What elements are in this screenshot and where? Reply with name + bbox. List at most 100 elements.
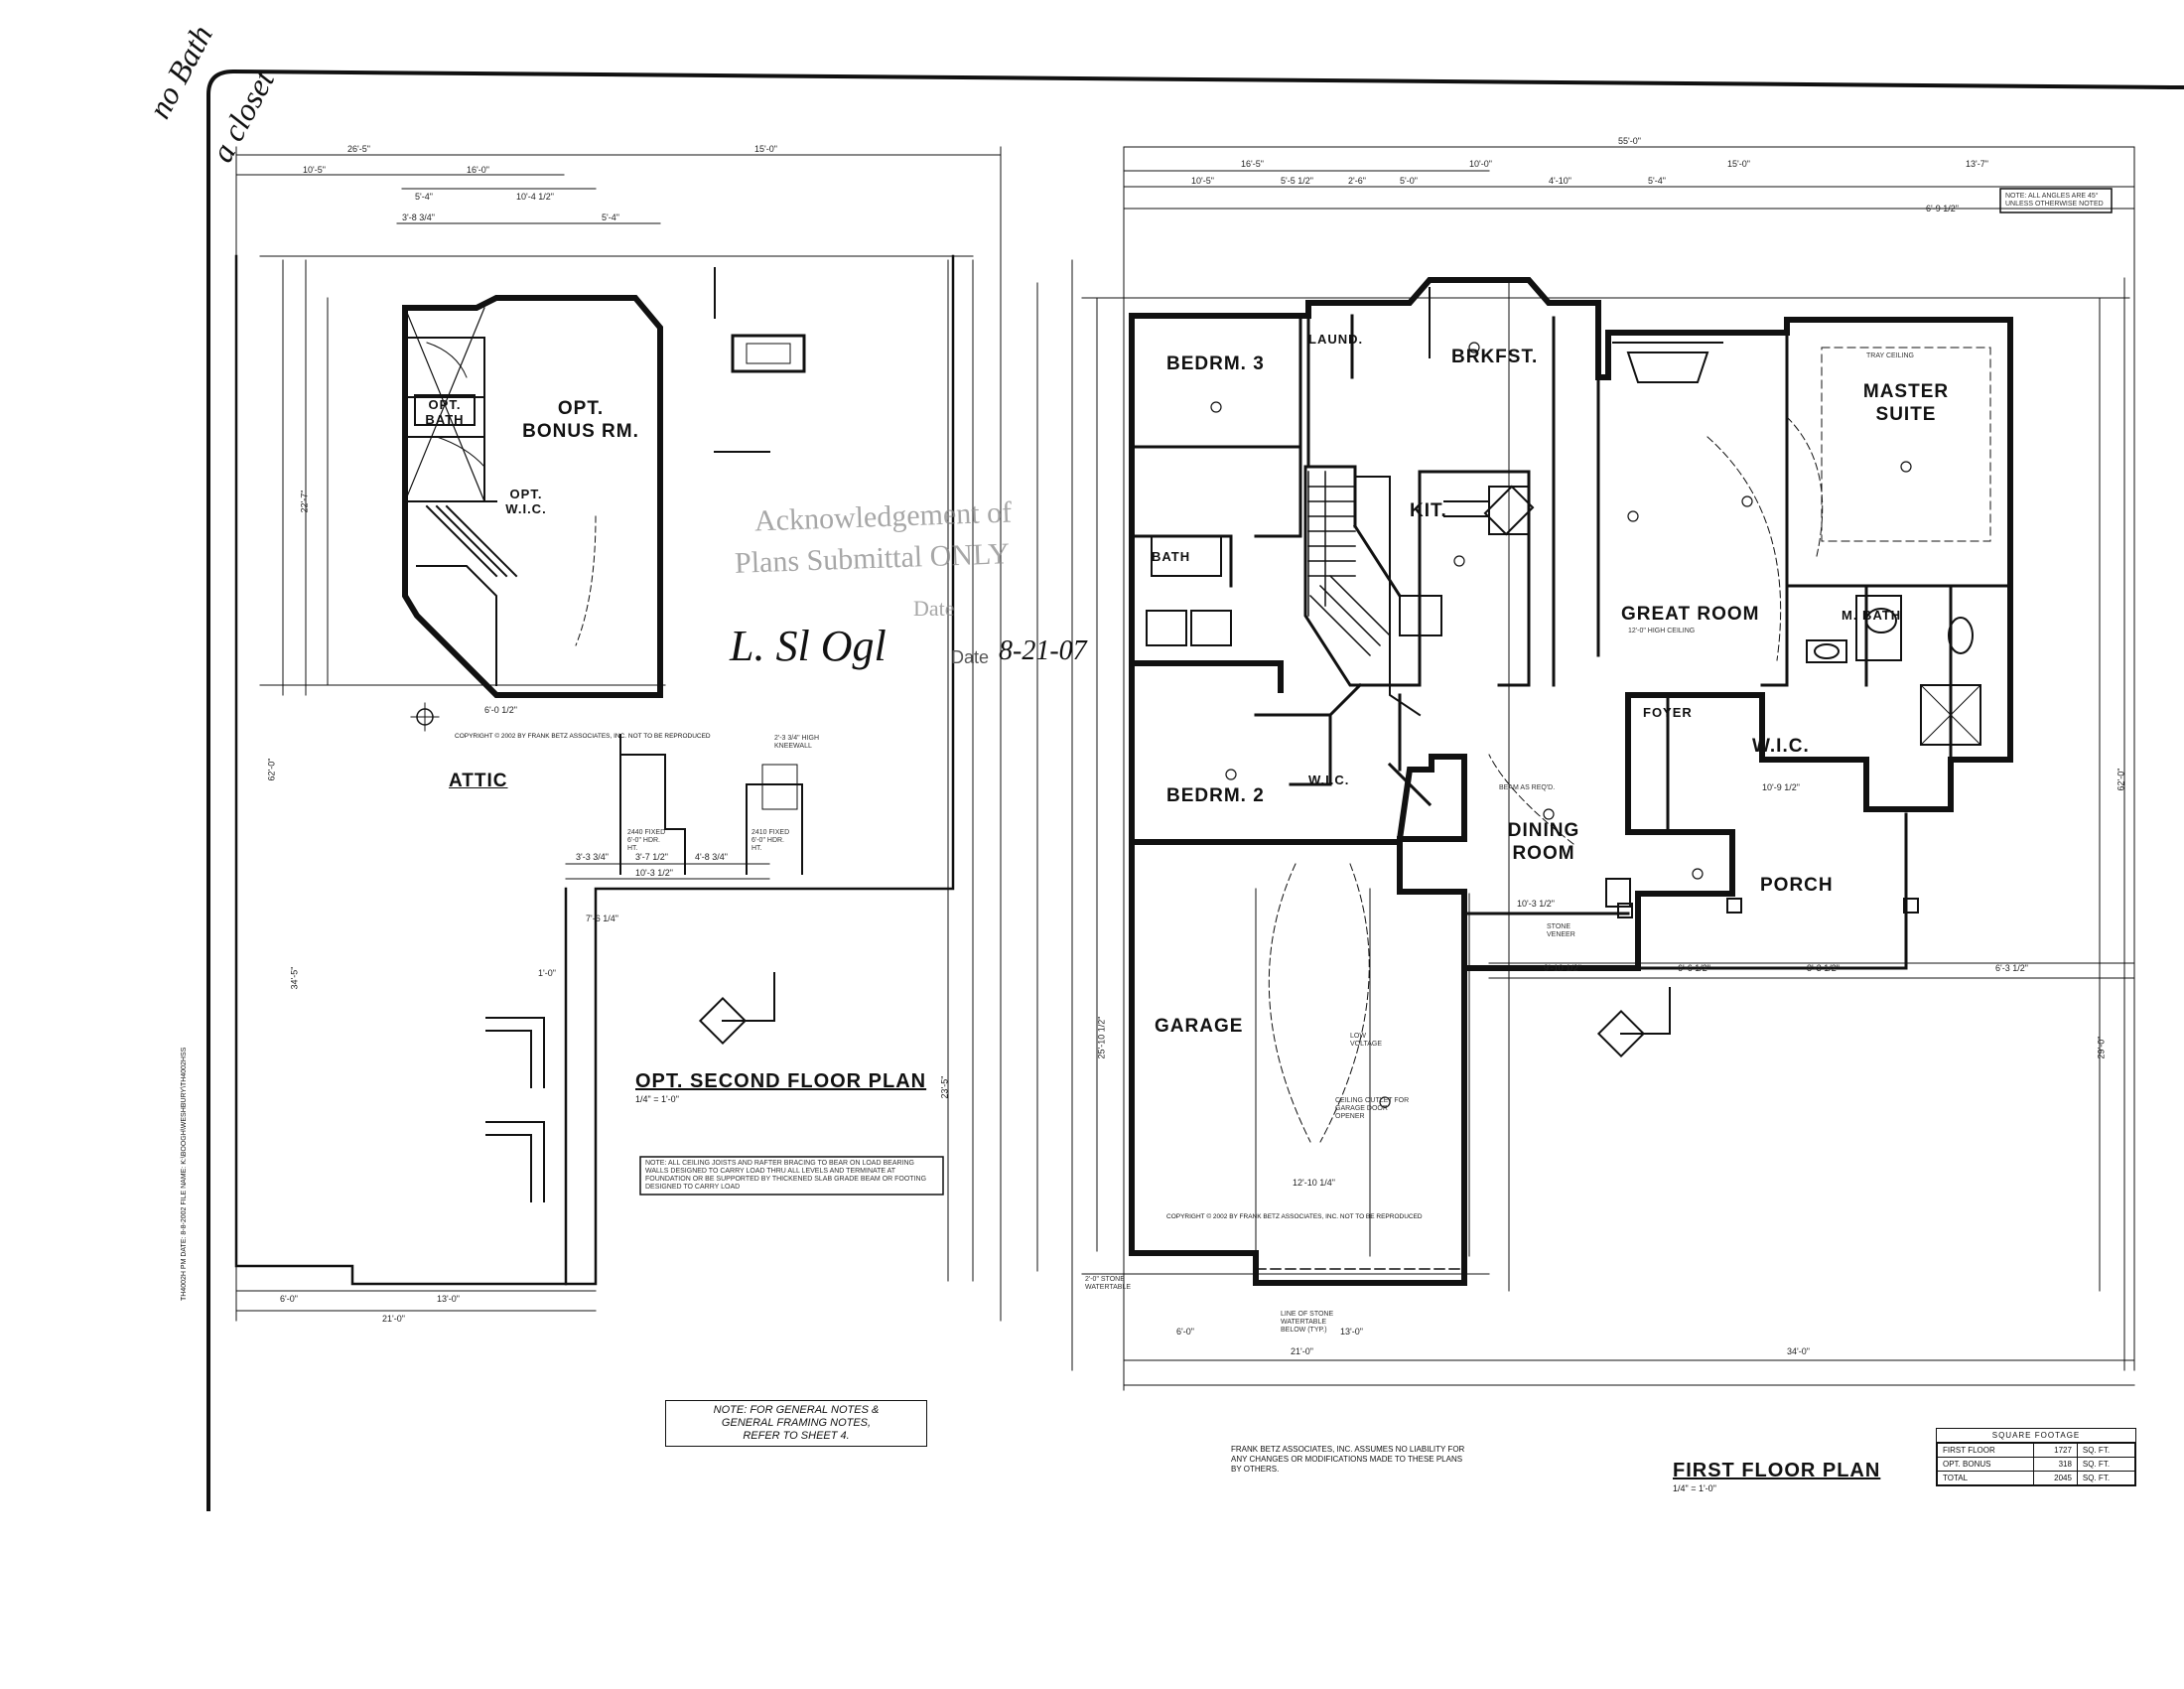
first-floor-plan-scale: 1/4" = 1'-0" xyxy=(1673,1483,1716,1493)
water-table-note: 2'-0" STONE WATERTABLE xyxy=(1085,1276,1132,1291)
room-label-bedrm2: BEDRM. 2 xyxy=(1166,785,1265,806)
square-footage-table: SQUARE FOOTAGE FIRST FLOOR 1727 SQ. FT. … xyxy=(1936,1428,2136,1486)
room-label-garage: GARAGE xyxy=(1155,1016,1244,1037)
dim-label: 5'-4" xyxy=(1648,176,1666,186)
room-label-attic: ATTIC xyxy=(449,771,508,791)
room-label-kit: KIT. xyxy=(1410,500,1447,521)
sq-value: 2045 xyxy=(2033,1471,2078,1485)
all-angles-note: NOTE: ALL ANGLES ARE 45° UNLESS OTHERWIS… xyxy=(2005,193,2104,208)
low-voltage-note: LOW VOLTAGE xyxy=(1350,1033,1383,1048)
dim-label: 10'-5" xyxy=(303,165,326,175)
side-margin-filename: TH4002H PM DATE: 8-8-2002 FILE NAME: K:\… xyxy=(181,1047,188,1301)
stone-veneer-note: STONE VENEER xyxy=(1547,923,1575,938)
liability-note: FRANK BETZ ASSOCIATES, INC. ASSUMES NO L… xyxy=(1231,1445,1465,1474)
dim-label: 4'-8 3/4" xyxy=(695,852,728,862)
acknowledgement-signature: L. Sl Ogl xyxy=(730,622,887,670)
sq-row-first-floor: FIRST FLOOR 1727 SQ. FT. xyxy=(1936,1443,2136,1458)
dim-label: 5'-4" xyxy=(415,192,433,202)
kneewall-note: 2'-3 3/4" HIGH KNEEWALL xyxy=(774,735,820,750)
dim-label: 6'-0 1/2" xyxy=(484,705,517,715)
dim-label: 5'-0" xyxy=(1400,176,1418,186)
stamp-date-value: 8-21-07 xyxy=(999,635,1087,666)
general-notes-text: NOTE: FOR GENERAL NOTES & GENERAL FRAMIN… xyxy=(713,1404,880,1442)
acknowledgement-stamp-line3: Date xyxy=(913,596,955,621)
dim-label: 55'-0" xyxy=(1618,136,1641,146)
beam-note: BEAM AS REQ'D. xyxy=(1499,784,1556,791)
room-label-opt-wic: OPT. W.I.C. xyxy=(505,487,547,516)
sq-label: OPT. BONUS xyxy=(1936,1457,2035,1472)
dim-label: 15'-0" xyxy=(754,144,777,154)
dim-label: 25'-10 1/2" xyxy=(1096,1016,1107,1059)
room-label-dining: DINING ROOM xyxy=(1507,820,1580,864)
room-label-master-suite: MASTER SUITE xyxy=(1862,381,1950,425)
room-label-brkfst: BRKFST. xyxy=(1451,347,1539,367)
dim-label: 6'-0" xyxy=(1176,1327,1194,1337)
first-floor-copyright: COPYRIGHT © 2002 BY FRANK BETZ ASSOCIATE… xyxy=(1166,1213,1423,1220)
great-room-ceiling-note: 12'-0" HIGH CEILING xyxy=(1628,628,1696,634)
dim-label: 62'-0" xyxy=(2116,768,2126,791)
dim-label: 8'-3 1/2" xyxy=(1807,963,1840,973)
room-label-wic: W.I.C. xyxy=(1308,773,1350,787)
square-footage-heading: SQUARE FOOTAGE xyxy=(1937,1429,2135,1443)
dim-label: 10'-0" xyxy=(1469,159,1492,169)
second-floor-copyright: COPYRIGHT © 2002 BY FRANK BETZ ASSOCIATE… xyxy=(455,733,711,740)
window-2440-note-a: 2440 FIXED 6'-0" HDR. HT. xyxy=(627,829,666,852)
room-label-opt-bath: OPT. BATH xyxy=(425,397,465,427)
dim-label: 29'-0" xyxy=(2096,1036,2107,1059)
sq-value: 1727 xyxy=(2033,1443,2078,1458)
sq-label: FIRST FLOOR xyxy=(1936,1443,2035,1458)
dim-label: 10'-3 1/2" xyxy=(1517,899,1555,909)
ceiling-outlet-note: CEILING OUTLET FOR GARAGE DOOR OPENER xyxy=(1335,1097,1410,1120)
general-notes-box: NOTE: FOR GENERAL NOTES & GENERAL FRAMIN… xyxy=(665,1400,927,1447)
room-label-foyer: FOYER xyxy=(1643,705,1693,720)
dim-label: 10'-9 1/2" xyxy=(1762,782,1800,792)
dim-label: 6'-0" xyxy=(280,1294,298,1304)
dim-label: 13'-7" xyxy=(1966,159,1988,169)
sq-label: TOTAL xyxy=(1936,1471,2035,1485)
dim-label: 26'-5" xyxy=(347,144,370,154)
second-floor-plan-title: OPT. SECOND FLOOR PLAN xyxy=(635,1070,927,1092)
dim-label: 10'-3 1/2" xyxy=(635,868,673,878)
dim-label: 6'-3 1/2" xyxy=(1995,963,2028,973)
sq-value: 318 xyxy=(2033,1457,2078,1472)
dim-label: 3'-3 3/4" xyxy=(576,852,609,862)
sq-row-total: TOTAL 2045 SQ. FT. xyxy=(1936,1471,2136,1485)
dim-label: 21'-0" xyxy=(382,1314,405,1324)
stamp-date-label: Date xyxy=(951,647,990,667)
tray-ceiling-note: TRAY CEILING xyxy=(1866,352,1914,359)
ceiling-joist-note: NOTE: ALL CEILING JOISTS AND RAFTER BRAC… xyxy=(645,1160,927,1191)
sq-unit: SQ. FT. xyxy=(2076,1457,2136,1472)
dim-label: 4'-10" xyxy=(1549,176,1571,186)
dim-label: 12'-10 1/4" xyxy=(1293,1178,1335,1188)
dim-label: 34'-0" xyxy=(1787,1346,1810,1356)
room-label-laund: LAUND. xyxy=(1308,332,1364,347)
dim-label: 62'-0" xyxy=(266,758,277,781)
window-2440-note-b: 2410 FIXED 6'-0" HDR. HT. xyxy=(751,829,790,852)
room-label-master-wic: W.I.C. xyxy=(1752,736,1810,757)
room-label-porch: PORCH xyxy=(1760,875,1834,896)
dim-label: 5'-4" xyxy=(602,212,619,222)
sq-row-opt-bonus: OPT. BONUS 318 SQ. FT. xyxy=(1936,1457,2136,1472)
dim-label: 7'-6 1/4" xyxy=(586,914,618,923)
dim-label: 21'-0" xyxy=(1291,1346,1313,1356)
dim-label: 10'-4 1/2" xyxy=(516,192,554,202)
sq-unit: SQ. FT. xyxy=(2076,1443,2136,1458)
dim-label: 23'-5" xyxy=(939,1075,950,1099)
sq-unit: SQ. FT. xyxy=(2076,1471,2136,1485)
line-of-water-table-note: LINE OF STONE WATERTABLE BELOW (TYP.) xyxy=(1281,1311,1334,1334)
second-floor-plan-scale: 1/4" = 1'-0" xyxy=(635,1094,679,1104)
dim-label: 16'-5" xyxy=(1241,159,1264,169)
dim-label: 1'-0" xyxy=(538,968,556,978)
dim-label: 6'-9 1/2" xyxy=(1926,204,1959,213)
dim-label: 34'-5" xyxy=(289,966,300,990)
dim-label: 3'-8 3/4" xyxy=(402,212,435,222)
room-label-bonus: OPT. BONUS RM. xyxy=(522,398,639,442)
dim-label: 13'-0" xyxy=(1340,1327,1363,1337)
dim-label: 16'-0" xyxy=(467,165,489,175)
dim-label: 9'-10 1/2" xyxy=(1544,963,1581,973)
dim-label: 22'-7" xyxy=(299,490,310,513)
dim-label: 10'-5" xyxy=(1191,176,1214,186)
dim-label: 5'-5 1/2" xyxy=(1281,176,1313,186)
dim-label: 2'-6" xyxy=(1348,176,1366,186)
